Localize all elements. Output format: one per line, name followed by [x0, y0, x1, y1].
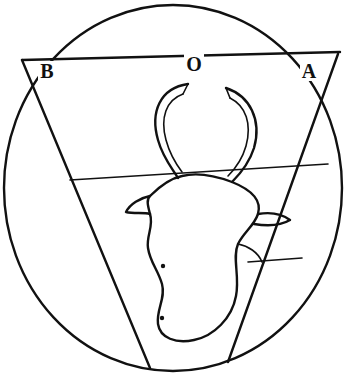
band-line — [70, 164, 328, 180]
circle — [4, 5, 342, 371]
horn — [183, 84, 188, 94]
point-label: O — [184, 54, 204, 74]
horn — [228, 98, 248, 176]
triangle-top — [22, 52, 340, 60]
horn — [226, 88, 256, 182]
point-label: A — [300, 61, 318, 81]
horn — [226, 88, 230, 98]
ear — [254, 213, 290, 225]
band-line — [248, 258, 302, 262]
eye-dot — [161, 264, 165, 268]
horn — [155, 84, 188, 178]
horn — [164, 94, 183, 172]
nostril-dot — [160, 316, 164, 320]
point-label: B — [38, 61, 55, 81]
head — [148, 174, 259, 341]
triangle-left-side — [22, 60, 150, 368]
neck — [238, 244, 262, 262]
ear — [126, 196, 150, 214]
